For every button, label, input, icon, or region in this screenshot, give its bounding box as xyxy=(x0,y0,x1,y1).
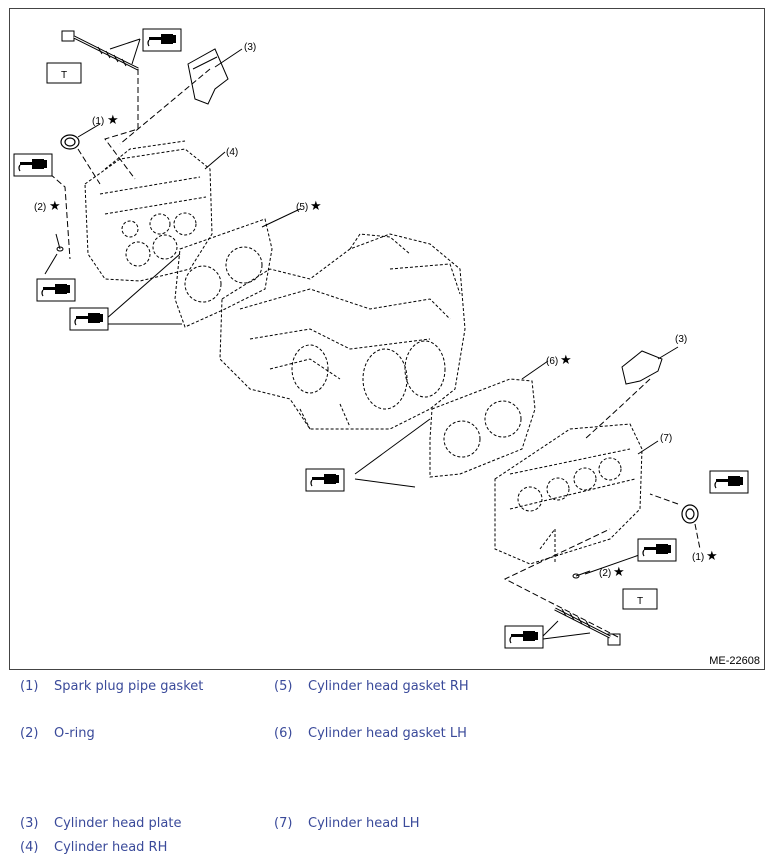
star-icon: ★ xyxy=(310,198,322,213)
legend-item-6: (6) Cylinder head gasket LH xyxy=(274,726,467,741)
legend-item-7: (7) Cylinder head LH xyxy=(274,816,420,831)
spark-plug-gasket-rh xyxy=(60,134,80,150)
legend-label: Cylinder head RH xyxy=(54,840,168,855)
star-icon: ★ xyxy=(560,352,572,367)
oil-can-icon xyxy=(36,278,76,302)
head-gasket-rh xyxy=(174,218,273,328)
bolt-top xyxy=(61,30,139,71)
legend-label: Cylinder head LH xyxy=(308,816,420,831)
oil-can-icon xyxy=(142,28,182,52)
torque-box-top: T xyxy=(46,62,82,84)
legend-number: (6) xyxy=(274,726,293,741)
legend-number: (3) xyxy=(20,816,39,831)
star-icon: ★ xyxy=(706,548,718,563)
cylinder-head-lh xyxy=(494,423,643,565)
oil-can-icon xyxy=(69,307,109,331)
oil-can-icon xyxy=(13,153,53,177)
callout-5: (5) xyxy=(296,202,308,213)
legend-item-3: (3) Cylinder head plate xyxy=(20,816,181,831)
svg-text:T: T xyxy=(637,596,643,607)
o-ring-lh xyxy=(572,570,591,579)
legend-label: Spark plug pipe gasket xyxy=(54,679,204,694)
oil-can-icon xyxy=(637,538,677,562)
star-icon: ★ xyxy=(107,112,119,127)
oil-can-icon xyxy=(709,470,749,494)
legend-label: Cylinder head gasket LH xyxy=(308,726,467,741)
star-icon: ★ xyxy=(49,198,61,213)
svg-text:T: T xyxy=(61,70,67,81)
legend-item-1: (1) Spark plug pipe gasket xyxy=(20,679,203,694)
torque-box-bottom: T xyxy=(622,588,658,610)
exploded-diagram: T T (1) ★ (2) ★ (3) (4) (5) ★ (6) ★ (3) … xyxy=(9,8,765,670)
oil-can-icon xyxy=(504,625,544,649)
callout-3-right: (3) xyxy=(675,334,687,345)
head-gasket-lh xyxy=(429,378,536,478)
cylinder-head-rh xyxy=(84,140,213,282)
callout-1-lh: (1) xyxy=(692,552,704,563)
callout-2-rh: (2) xyxy=(34,202,46,213)
callout-6: (6) xyxy=(546,356,558,367)
legend-label: Cylinder head plate xyxy=(54,816,182,831)
diagram-drawing: T T (1) ★ (2) ★ (3) (4) (5) ★ (6) ★ (3) … xyxy=(13,28,749,649)
callout-3-top: (3) xyxy=(244,42,256,53)
legend-number: (2) xyxy=(20,726,39,741)
callout-2-lh: (2) xyxy=(599,568,611,579)
head-plate-right xyxy=(621,350,663,385)
spark-plug-gasket-lh xyxy=(681,504,699,524)
legend-item-4: (4) Cylinder head RH xyxy=(20,840,167,855)
figure-id: ME-22608 xyxy=(709,655,760,667)
legend-item-5: (5) Cylinder head gasket RH xyxy=(274,679,469,694)
callout-4: (4) xyxy=(226,147,238,158)
bolt-bottom xyxy=(554,607,621,646)
legend-number: (4) xyxy=(20,840,39,855)
legend-number: (1) xyxy=(20,679,39,694)
oil-can-icon xyxy=(305,468,345,492)
engine-block xyxy=(219,233,466,430)
legend-number: (5) xyxy=(274,679,293,694)
callout-1-rh: (1) xyxy=(92,116,104,127)
legend-label: O-ring xyxy=(54,726,95,741)
legend-label: Cylinder head gasket RH xyxy=(308,679,469,694)
callout-7: (7) xyxy=(660,433,672,444)
head-plate-top xyxy=(187,48,229,105)
o-ring-rh xyxy=(55,233,64,252)
star-icon: ★ xyxy=(613,564,625,579)
legend-item-2: (2) O-ring xyxy=(20,726,95,741)
assembly-lines xyxy=(49,68,701,638)
leader-lines xyxy=(44,38,679,640)
legend-number: (7) xyxy=(274,816,293,831)
